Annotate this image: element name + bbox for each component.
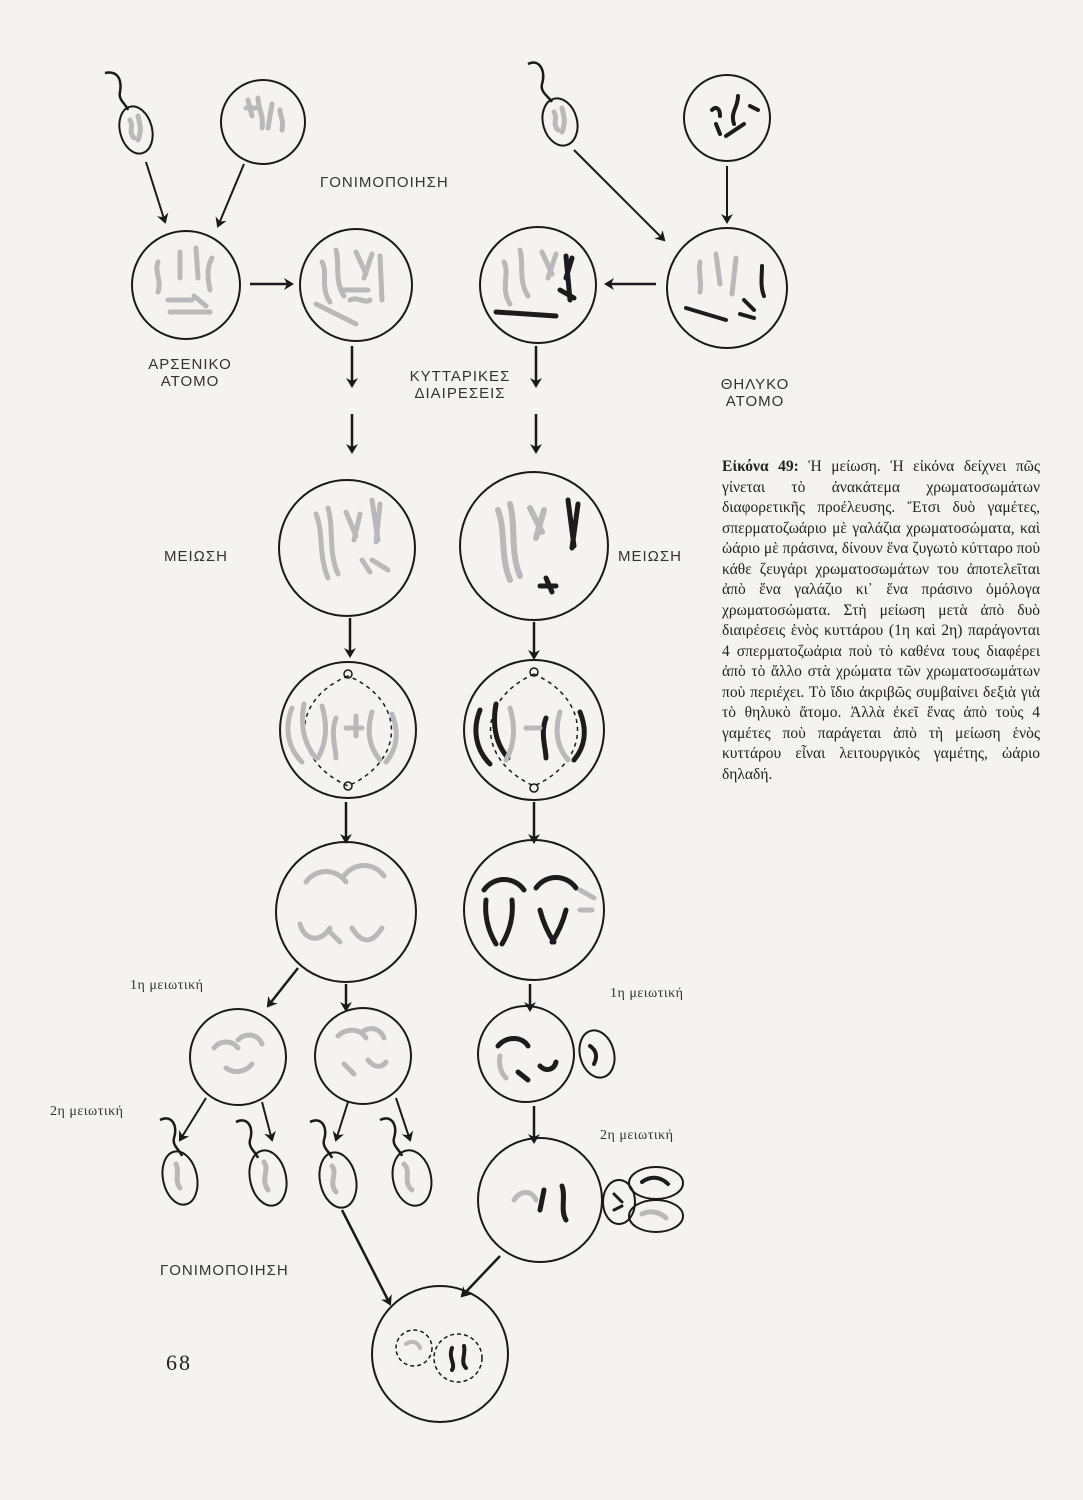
meiosis-cell-right	[459, 471, 609, 621]
polar-body	[628, 1199, 684, 1233]
polar-body	[602, 1179, 636, 1225]
ovum-cell	[477, 1137, 603, 1263]
arrow	[215, 163, 245, 228]
male-label-line1: ΑΡΣΕΝΙΚΟ	[148, 356, 232, 373]
polar-body	[628, 1166, 684, 1200]
meiosis-label-right: ΜΕΙΩΣΗ	[618, 548, 682, 565]
figure-caption: Εἰκόνα 49: Ἡ μείωση. Ἡ εἰκόνα δείχνει πῶ…	[722, 457, 1040, 785]
secondary-oocyte	[477, 1005, 575, 1103]
cell-divisions-line1: ΚΥΤΤΑΡΙΚΕΣ	[409, 368, 511, 385]
arrow	[460, 1255, 501, 1298]
second-meiotic-label-right: 2η μειωτική	[600, 1128, 674, 1143]
sperm-icon	[104, 71, 154, 155]
fertilization-label-bottom: ΓΟΝΙΜΟΠΟΙΗΣΗ	[160, 1262, 289, 1279]
zygote-cell-right	[479, 226, 597, 344]
male-label-line2: ΑΤΟΜΟ	[160, 373, 220, 391]
male-individual-label: ΑΡΣΕΝΙΚΟ ΑΤΟΜΟ	[140, 356, 240, 391]
metaphase-cell-right	[463, 659, 605, 801]
second-meiotic-label-left: 2η μειωτική	[50, 1104, 124, 1119]
arrow	[395, 1097, 414, 1142]
caption-text: Ἡ μείωση. Ἡ εἰκόνα δείχνει πῶς γίνεται τ…	[722, 458, 1041, 783]
caption-title: Εἰκόνα 49:	[722, 458, 799, 475]
female-individual-label: ΘΗΛΥΚΟ ΑΤΟΜΟ	[695, 376, 815, 411]
sperm-icon	[309, 1119, 358, 1209]
secondary-cell	[189, 1008, 287, 1106]
arrow	[178, 1097, 207, 1142]
female-label-line1: ΘΗΛΥΚΟ	[720, 376, 790, 393]
arrow	[145, 161, 169, 224]
fertilization-label-top: ΓΟΝΙΜΟΠΟΙΗΣΗ	[320, 174, 449, 191]
first-meiotic-label-left: 1η μειωτική	[130, 978, 204, 993]
metaphase-cell-left	[279, 661, 417, 799]
first-meiotic-label-right: 1η μειωτική	[610, 986, 684, 1001]
sperm-icon	[235, 1119, 288, 1207]
male-cell	[131, 230, 241, 340]
meiosis-label-left: ΜΕΙΩΣΗ	[164, 548, 228, 565]
arrow	[573, 149, 666, 242]
female-cell	[666, 227, 788, 349]
sperm-icon	[527, 61, 579, 147]
cell-divisions-label: ΚΥΤΤΑΡΙΚΕΣ ΔΙΑΙΡΕΣΕΙΣ	[390, 368, 530, 403]
zygote-cell-left	[299, 228, 413, 342]
sperm-icon	[159, 1117, 199, 1206]
arrow	[261, 1101, 276, 1142]
telophase-cell-right	[463, 839, 605, 981]
female-label-line2: ΑΤΟΜΟ	[725, 393, 785, 411]
arrow	[266, 967, 299, 1008]
arrow	[340, 1209, 392, 1306]
secondary-cell	[314, 1007, 412, 1105]
egg-cell-icon	[683, 74, 771, 162]
telophase-cell-left	[275, 841, 417, 983]
sperm-icon	[379, 1117, 433, 1207]
page-number: 68	[166, 1350, 192, 1375]
zygote-cell-final	[371, 1285, 509, 1423]
egg-cell-icon	[220, 79, 306, 165]
polar-body	[578, 1029, 616, 1079]
meiosis-cell-left	[278, 479, 416, 617]
arrow	[332, 1101, 349, 1142]
cell-divisions-line2: ΔΙΑΙΡΕΣΕΙΣ	[414, 385, 506, 403]
